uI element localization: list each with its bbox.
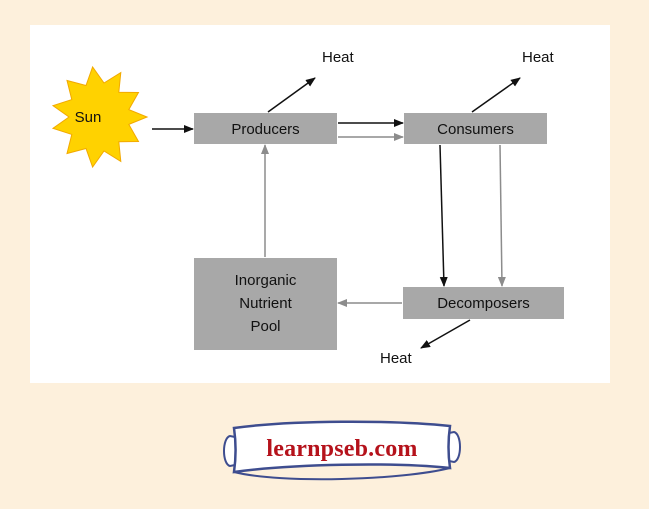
diagram-panel: Sun Producers Consumers Decomposers Inor…: [30, 25, 610, 383]
arrow-producers-heat: [267, 77, 316, 113]
watermark-banner: [223, 420, 461, 481]
arrow-decomposers-heat: [420, 319, 471, 349]
producers-label: Producers: [231, 121, 299, 138]
sun-label: Sun: [75, 109, 102, 126]
nutrient-pool-label-2: Nutrient: [239, 295, 292, 312]
watermark-text: learnpseb.com: [266, 435, 418, 462]
heat-label-producers: Heat: [322, 49, 355, 66]
arrow-consumers-heat: [471, 77, 521, 113]
arrow-consumers-to-decomposers-nutrient: [497, 144, 506, 287]
heat-label-decomposers: Heat: [380, 350, 413, 367]
nutrient-pool-label-3: Pool: [250, 318, 280, 335]
sun-shape: [51, 65, 149, 169]
energy-flow-diagram: Sun Producers Consumers Decomposers Inor…: [51, 49, 564, 367]
heat-label-consumers: Heat: [522, 49, 555, 66]
arrow-consumers-to-decomposers: [439, 144, 448, 287]
nutrient-pool-label-1: Inorganic: [235, 272, 297, 289]
consumers-box: [404, 113, 547, 144]
nutrient-pool-box: [194, 258, 337, 350]
decomposers-box: [403, 287, 564, 319]
producers-box: [194, 113, 337, 144]
consumers-label: Consumers: [437, 121, 514, 138]
decomposers-label: Decomposers: [437, 295, 530, 312]
